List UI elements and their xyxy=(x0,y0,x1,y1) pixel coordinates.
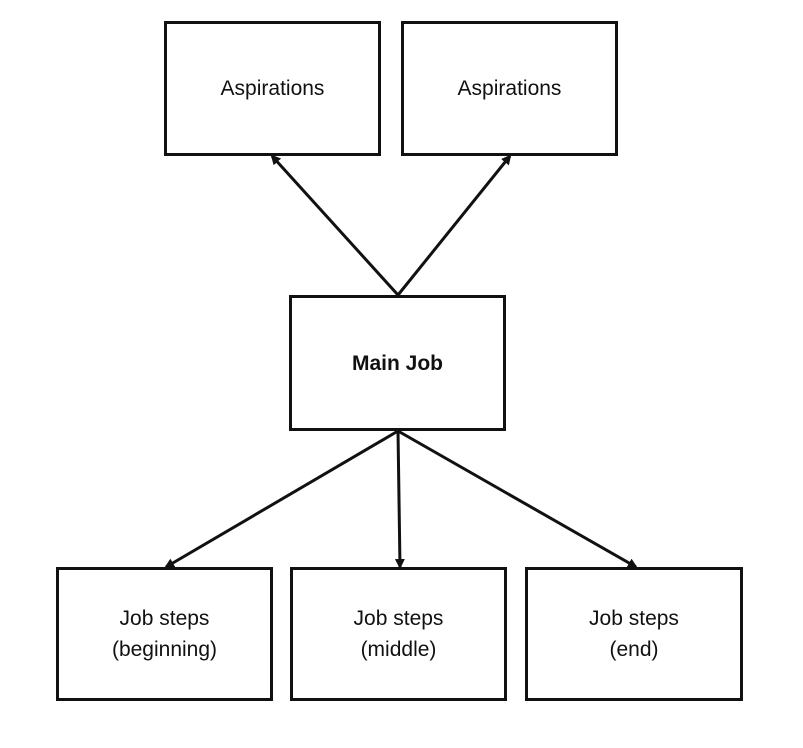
arrow-main-job-to-aspirations-left xyxy=(270,154,400,297)
job-steps-beginning-label: Job steps (beginning) xyxy=(111,607,218,661)
main-job-box: Main Job xyxy=(289,295,506,431)
main-job-label: Main Job xyxy=(351,351,443,375)
job-steps-middle-label: Job steps (middle) xyxy=(353,607,444,661)
arrow-main-job-to-steps-beginning xyxy=(164,429,399,569)
job-steps-beginning-box: Job steps (beginning) xyxy=(56,567,273,701)
arrow-main-job-to-steps-middle xyxy=(394,430,405,569)
job-steps-middle-box: Job steps (middle) xyxy=(290,567,507,701)
aspirations-box-right: Aspirations xyxy=(401,21,618,156)
aspirations-label-left: Aspirations xyxy=(220,77,325,100)
arrow-main-job-to-steps-end xyxy=(397,429,638,569)
job-steps-end-label: Job steps (end) xyxy=(589,607,679,661)
aspirations-label-right: Aspirations xyxy=(457,77,562,100)
arrow-main-job-to-aspirations-right xyxy=(396,154,512,296)
aspirations-box-left: Aspirations xyxy=(164,21,381,156)
job-steps-end-box: Job steps (end) xyxy=(525,567,743,701)
edges-group xyxy=(164,154,638,569)
